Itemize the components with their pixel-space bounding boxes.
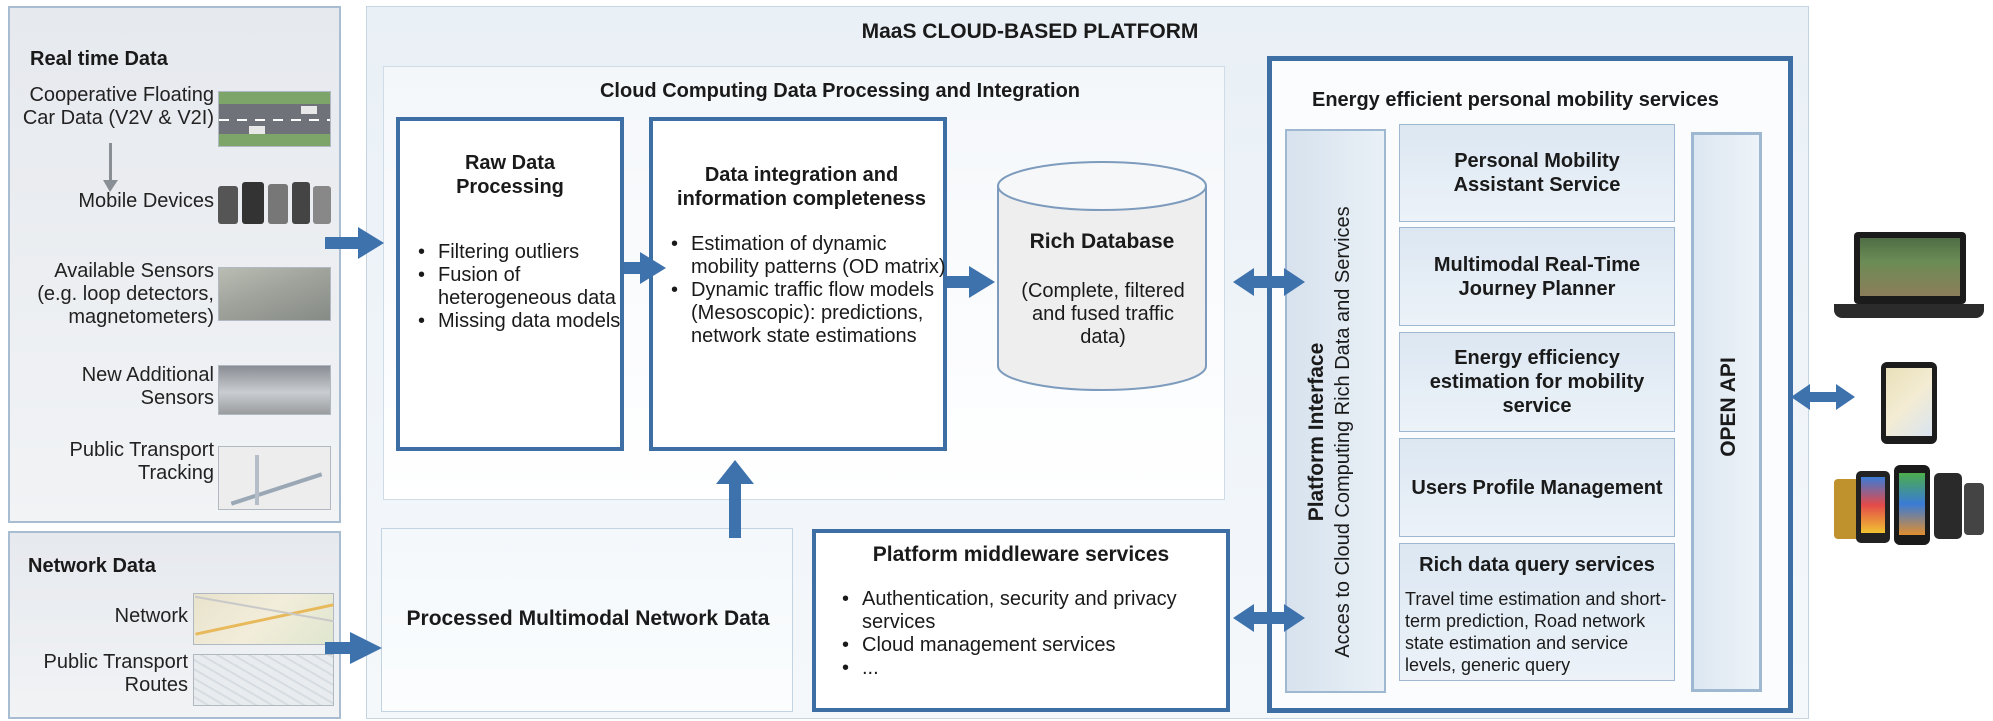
tablet-device-image: [1881, 362, 1937, 444]
source-floating-car-data: Cooperative Floating Car Data (V2V & V2I…: [22, 84, 214, 129]
energy-services-title: Energy efficient personal mobility servi…: [1312, 89, 1719, 111]
rich-data-query-box: Rich data query services Travel time est…: [1399, 543, 1675, 681]
platform-title: MaaS CLOUD-BASED PLATFORM: [861, 20, 1199, 43]
source-new-sensors: New Additional Sensors: [81, 364, 214, 409]
middleware-item-more: ...: [842, 657, 1216, 680]
raw-data-processing-box: Raw Data Processing Filtering outliers F…: [396, 117, 624, 451]
platform-interface-subtitle: Acces to Cloud Computing Rich Data and S…: [1332, 206, 1354, 658]
raw-data-processing-list: Filtering outliers Fusion of heterogeneo…: [412, 241, 622, 333]
source-available-sensors: Available Sensors (e.g. loop detectors, …: [37, 260, 214, 328]
open-api-box: OPEN API: [1691, 132, 1762, 692]
platform-interface-text: Platform Interface Acces to Cloud Comput…: [1304, 152, 1374, 712]
laptop-device-image: [1834, 232, 1984, 322]
rich-data-query-desc: Travel time estimation and short-term pr…: [1405, 589, 1667, 675]
raw-data-processing-title: Raw Data Processing: [456, 152, 564, 198]
platform-interface-box: Platform Interface Acces to Cloud Comput…: [1285, 129, 1386, 693]
integration-item-od: Estimation of dynamic mobility patterns …: [671, 233, 947, 279]
smartphones-image: [1834, 465, 1986, 551]
source-public-transport-routes: Public Transport Routes: [43, 651, 188, 696]
middleware-services-list: Authentication, security and privacy ser…: [836, 588, 1216, 680]
integration-item-traffic-flow: Dynamic traffic flow models (Mesoscopic)…: [671, 279, 947, 348]
network-data-title: Network Data: [28, 555, 156, 577]
raw-item-fusion: Fusion of heterogeneous data: [418, 264, 622, 310]
database-cylinder-shape: [997, 161, 1207, 391]
source-mobile-devices: Mobile Devices: [78, 190, 214, 212]
data-integration-title: Data integration and information complet…: [677, 164, 926, 210]
service-journey-planner: Multimodal Real-Time Journey Planner: [1399, 227, 1675, 326]
service-users-profile-management: Users Profile Management: [1399, 438, 1675, 537]
source-public-transport-tracking: Public Transport Tracking: [69, 439, 214, 484]
middleware-item-auth: Authentication, security and privacy ser…: [842, 588, 1216, 634]
rich-database-title: Rich Database: [1029, 230, 1175, 253]
platform-interface-title: Platform Interface: [1305, 342, 1328, 522]
network-map-image: [193, 593, 335, 645]
mobile-devices-image: [218, 180, 331, 226]
service-personal-mobility-assistant: Personal Mobility Assistant Service: [1399, 124, 1675, 222]
transport-routes-map-image: [193, 654, 334, 706]
energy-services-panel: Energy efficient personal mobility servi…: [1267, 56, 1793, 713]
floating-car-road-image: [218, 91, 331, 147]
service-energy-efficiency-estimation: Energy efficiency estimation for mobilit…: [1399, 332, 1675, 432]
navigation-map-image: [218, 446, 331, 510]
open-api-label: OPEN API: [1717, 357, 1740, 457]
middleware-services-title: Platform middleware services: [872, 543, 1170, 566]
sensors-road-image: [218, 267, 331, 321]
middleware-item-cloud: Cloud management services: [842, 634, 1216, 657]
middleware-services-box: Platform middleware services Authenticat…: [812, 529, 1230, 712]
processed-network-data-box: Processed Multimodal Network Data: [381, 528, 793, 712]
processed-network-data-label: Processed Multimodal Network Data: [406, 607, 770, 630]
new-sensors-image: [218, 365, 331, 415]
cloud-processing-title: Cloud Computing Data Processing and Inte…: [599, 80, 1081, 102]
source-network: Network: [114, 605, 188, 627]
network-data-panel: Network Data Network Public Transport Ro…: [8, 531, 341, 719]
raw-item-missing: Missing data models: [418, 310, 622, 333]
rich-data-query-title: Rich data query services: [1419, 554, 1655, 576]
realtime-data-panel: Real time Data Cooperative Floating Car …: [8, 6, 341, 523]
rich-database-desc: (Complete, filtered and fused traffic da…: [1021, 280, 1185, 348]
realtime-data-title: Real time Data: [30, 48, 168, 70]
rich-database-cylinder: Rich Database (Complete, filtered and fu…: [996, 160, 1208, 392]
data-integration-box: Data integration and information complet…: [649, 117, 947, 451]
raw-item-filtering: Filtering outliers: [418, 241, 622, 264]
data-integration-list: Estimation of dynamic mobility patterns …: [665, 233, 947, 348]
